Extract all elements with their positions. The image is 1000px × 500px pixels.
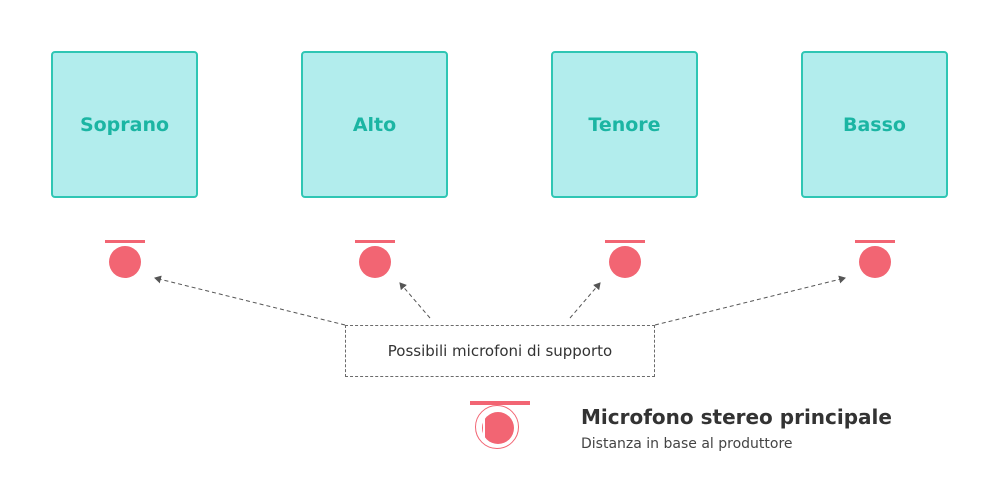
section-alto: Alto <box>301 51 448 198</box>
section-soprano: Soprano <box>51 51 198 198</box>
main-mic-title: Microfono stereo principale <box>581 405 892 429</box>
arrow-to-alto <box>399 282 431 319</box>
section-basso: Basso <box>801 51 948 198</box>
section-label: Alto <box>352 113 397 136</box>
stereo-microphone-icon <box>470 398 532 454</box>
support-mic-alto-icon <box>353 240 397 280</box>
main-mic-subtitle: Distanza in base al produttore <box>581 436 793 452</box>
support-mic-soprano-icon <box>103 240 147 280</box>
support-mic-tenore-icon <box>603 240 647 280</box>
support-mic-basso-icon <box>853 240 897 280</box>
section-label: Tenore <box>588 113 661 136</box>
arrow-to-soprano <box>154 275 346 326</box>
arrow-to-tenore <box>569 282 601 319</box>
section-label: Soprano <box>79 113 170 136</box>
section-label: Basso <box>843 113 906 136</box>
support-mics-callout: Possibili microfoni di supporto <box>345 325 655 377</box>
arrow-to-basso <box>654 275 846 326</box>
section-tenore: Tenore <box>551 51 698 198</box>
callout-label: Possibili microfoni di supporto <box>387 342 613 360</box>
